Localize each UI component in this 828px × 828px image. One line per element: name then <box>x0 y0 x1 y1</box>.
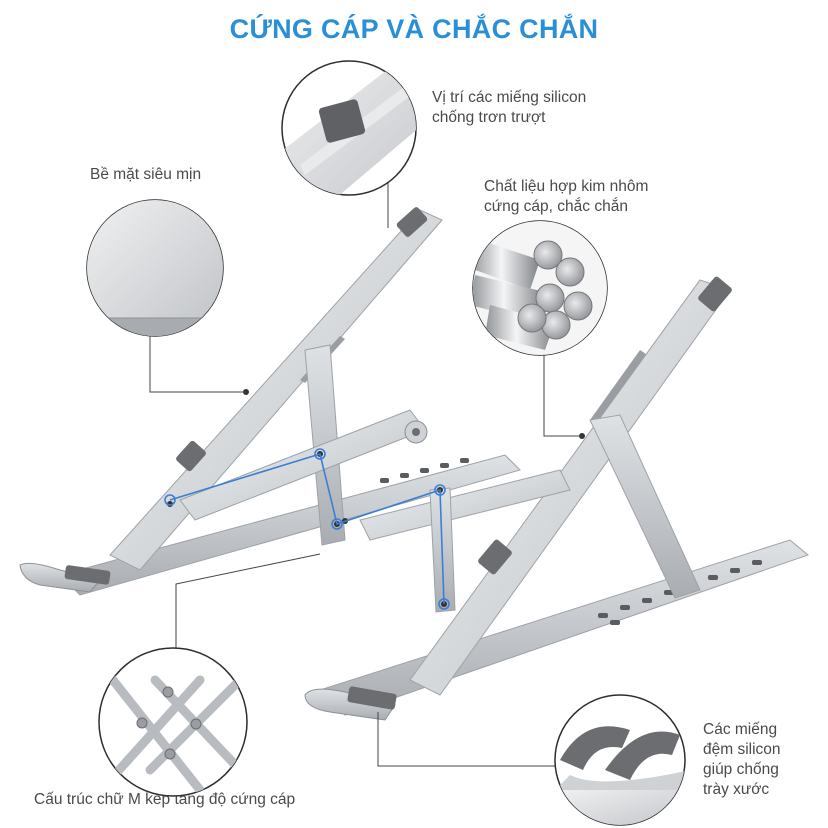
front-stand <box>304 276 810 721</box>
label-pads-bottom: Các miếng đệm silicon giúp chống trày xư… <box>703 720 781 800</box>
page-title: CỨNG CÁP VÀ CHẮC CHẮN <box>229 14 599 44</box>
label-material: Chất liệu hợp kim nhôm cứng cáp, chắc ch… <box>484 177 648 217</box>
label-surface: Bề mặt siêu mịn <box>90 165 201 185</box>
back-stand <box>19 207 521 596</box>
detail-circle-silicon-pad <box>281 60 417 196</box>
label-line: cứng cáp, chắc chắn <box>484 198 628 215</box>
label-line: trày xước <box>703 781 770 798</box>
label-line: Các miếng <box>703 721 778 738</box>
label-line: Vị trí các miếng silicon <box>432 89 587 106</box>
label-line: Cấu trúc chữ M kép tăng độ cứng cáp <box>34 791 296 808</box>
label-line: giúp chống <box>703 761 779 778</box>
label-line: Chất liệu hợp kim nhôm <box>484 178 649 195</box>
detail-circle-bottom-pads <box>554 694 686 826</box>
detail-circle-aluminum-rods <box>472 220 608 356</box>
label-structure: Cấu trúc chữ M kép tăng độ cứng cáp <box>34 790 295 810</box>
detail-circle-surface <box>86 199 224 337</box>
label-line: chống trơn trượt <box>432 109 546 126</box>
m-structure-highlight <box>164 448 450 610</box>
detail-circle-m-structure <box>98 647 248 797</box>
label-line: đệm silicon <box>703 741 781 758</box>
label-line: Bề mặt siêu mịn <box>90 166 202 183</box>
label-silicon-pads: Vị trí các miếng silicon chống trơn trượ… <box>432 88 586 128</box>
